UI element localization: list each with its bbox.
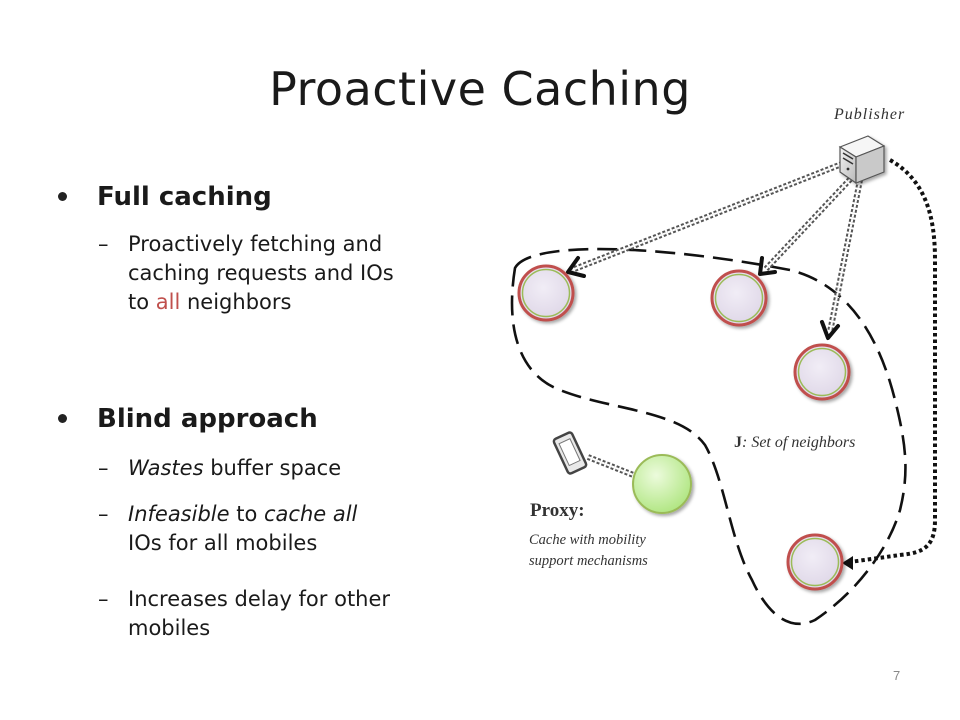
sub-item-line: to all neighbors (128, 290, 292, 314)
dash-icon: – (98, 502, 109, 526)
sub-item-line: Proactively fetching and (128, 232, 383, 256)
slide-title: Proactive Caching (269, 62, 691, 116)
arrowhead-icon (842, 556, 853, 570)
dash-icon: – (98, 232, 109, 256)
sub-item: – Wastes buffer space (98, 454, 342, 483)
emphasis-all: all (155, 290, 181, 314)
bullet-dot-icon (58, 414, 67, 423)
page-number: 7 (893, 668, 901, 683)
proxy-label: Proxy: (530, 500, 585, 521)
bullet-dot-icon (58, 192, 67, 201)
bullet-heading: Full caching (97, 182, 272, 212)
sub-item-line: Wastes buffer space (128, 456, 342, 480)
sub-item: – Proactively fetching and caching reque… (98, 230, 394, 317)
neighbor-node (710, 269, 768, 327)
neighbor-node (786, 533, 844, 591)
publisher-route (849, 158, 937, 564)
neighbor-node (517, 264, 575, 322)
bullet-heading: Blind approach (97, 404, 318, 434)
sub-item-line: caching requests and IOs (128, 261, 394, 285)
neighbor-node (793, 343, 851, 401)
sub-item: – Infeasible to cache all IOs for all mo… (98, 500, 358, 558)
sub-item-line: IOs for all mobiles (128, 531, 318, 555)
sub-item-line: mobiles (128, 616, 211, 640)
proxy-description: Cache with mobility support mechanisms (529, 532, 648, 569)
sub-item-line: Infeasible to cache all (128, 502, 358, 526)
neighbors-boundary (510, 247, 907, 626)
server-icon (838, 135, 886, 185)
publisher-label: Publisher (834, 106, 906, 123)
sub-item: – Increases delay for other mobiles (98, 585, 391, 643)
proxy-node (632, 454, 692, 514)
mobile-phone-icon (552, 431, 588, 475)
sub-item-line: Increases delay for other (128, 587, 391, 611)
arrowhead-icon (566, 256, 840, 340)
dash-icon: – (98, 456, 109, 480)
dash-icon: – (98, 587, 109, 611)
publisher-links (570, 157, 863, 333)
neighbors-label: J: Set of neighbors (734, 434, 856, 451)
